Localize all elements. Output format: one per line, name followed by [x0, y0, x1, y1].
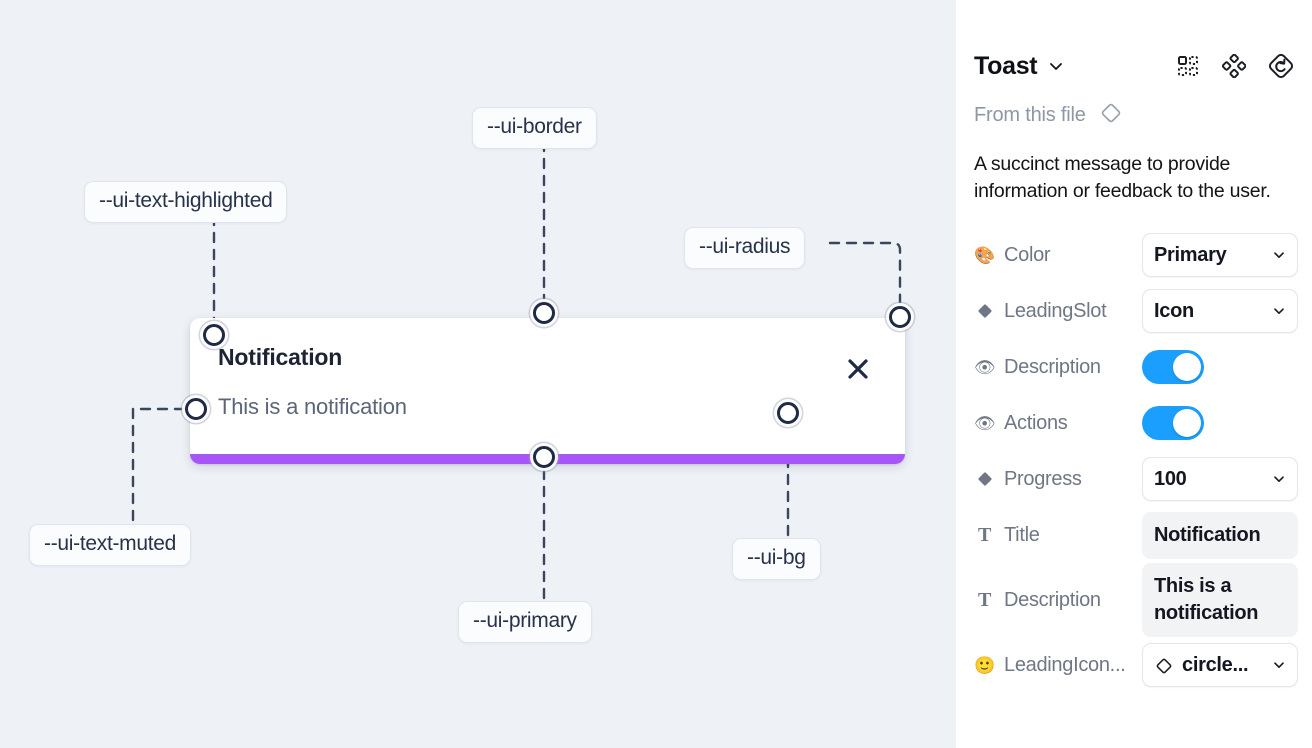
properties-panel: Toast — [956, 0, 1312, 748]
chevron-down-icon — [1272, 304, 1286, 318]
connector-ui-text-muted — [131, 407, 189, 522]
toast-description: This is a notification — [218, 394, 407, 419]
progress-select[interactable]: 100 — [1142, 457, 1298, 501]
anchor-dot-ui-primary[interactable] — [533, 446, 555, 468]
property-row-description-text: T Description This is a notification — [974, 563, 1298, 637]
property-name-color: Color — [1004, 243, 1051, 266]
property-name-leadingicon: LeadingIcon... — [1004, 653, 1126, 676]
property-row-title: T Title Notification — [974, 507, 1298, 563]
property-label-leadingslot: LeadingSlot — [974, 300, 1142, 323]
anchor-dot-ui-radius[interactable] — [889, 306, 911, 328]
title-text-field[interactable]: Notification — [1142, 511, 1298, 559]
variants-diamond-icon[interactable] — [1222, 54, 1246, 78]
annotation-chip-ui-text-highlighted[interactable]: --ui-text-highlighted — [84, 181, 288, 223]
anchor-dot-ui-text-highlighted[interactable] — [203, 324, 225, 346]
component-description: A succinct message to provide informatio… — [974, 153, 1271, 202]
smiley-emoji-icon: 🙂 — [974, 655, 995, 675]
property-label-progress: Progress — [974, 468, 1142, 491]
property-label-color: 🎨 Color — [974, 244, 1142, 267]
anchor-dot-ui-text-muted[interactable] — [185, 398, 207, 420]
eye-emoji-icon: 👁 — [974, 357, 996, 377]
property-label-description-text: T Description — [974, 589, 1142, 612]
property-row-leadingslot: LeadingSlot Icon — [974, 283, 1298, 339]
chevron-down-icon — [1272, 658, 1286, 672]
color-select[interactable]: Primary — [1142, 233, 1298, 277]
toast-preview-card[interactable]: Notification This is a notification — [190, 318, 905, 464]
leadingslot-select-value: Icon — [1154, 299, 1194, 322]
anchor-dot-ui-bg[interactable] — [777, 402, 799, 424]
property-label-title: T Title — [974, 524, 1142, 547]
diamond-component-icon — [1098, 100, 1124, 131]
from-this-file-row[interactable]: From this file — [974, 100, 1294, 131]
property-name-description-text: Description — [1004, 588, 1101, 611]
color-select-value: Primary — [1154, 243, 1227, 266]
annotation-chip-ui-radius[interactable]: --ui-radius — [684, 227, 806, 269]
panel-header: Toast — [974, 36, 1294, 96]
property-name-title: Title — [1004, 523, 1040, 546]
palette-emoji-icon: 🎨 — [974, 245, 995, 265]
toggle-knob — [1173, 353, 1201, 381]
leadingicon-select[interactable]: circle... — [1142, 643, 1298, 687]
text-type-icon: T — [977, 523, 992, 546]
connector-ui-radius — [828, 241, 902, 310]
eye-emoji-icon: 👁 — [974, 413, 996, 433]
annotation-chip-ui-border[interactable]: --ui-border — [472, 107, 597, 149]
reset-rotate-icon[interactable] — [1268, 53, 1294, 79]
chevron-down-icon[interactable] — [1047, 57, 1065, 75]
diamond-icon — [974, 301, 995, 322]
diamond-component-icon — [1154, 655, 1174, 675]
property-row-description-toggle: 👁 Description — [974, 339, 1294, 395]
description-text-field[interactable]: This is a notification — [1142, 563, 1298, 637]
property-label-description-toggle: 👁 Description — [974, 356, 1142, 379]
progress-select-value: 100 — [1154, 467, 1187, 490]
annotation-chip-ui-text-muted[interactable]: --ui-text-muted — [29, 524, 192, 566]
anchor-dot-ui-border[interactable] — [533, 302, 555, 324]
actions-toggle[interactable] — [1142, 406, 1204, 440]
panel-title: Toast — [974, 51, 1038, 80]
toast-title: Notification — [218, 344, 343, 370]
property-name-leadingslot: LeadingSlot — [1004, 299, 1107, 322]
property-row-actions-toggle: 👁 Actions — [974, 395, 1294, 451]
toggle-knob — [1173, 409, 1201, 437]
annotation-chip-ui-primary[interactable]: --ui-primary — [458, 601, 592, 643]
preview-canvas[interactable]: Notification This is a notification --ui… — [0, 0, 956, 748]
property-row-color: 🎨 Color Primary — [974, 227, 1298, 283]
property-label-leadingicon: 🙂 LeadingIcon... — [974, 654, 1142, 677]
property-label-actions-toggle: 👁 Actions — [974, 412, 1142, 435]
property-row-progress: Progress 100 — [974, 451, 1298, 507]
chevron-down-icon — [1272, 472, 1286, 486]
description-toggle[interactable] — [1142, 350, 1204, 384]
chevron-down-icon — [1272, 248, 1286, 262]
from-this-file-label: From this file — [974, 104, 1086, 126]
property-name-description-toggle: Description — [1004, 355, 1101, 378]
component-grid-icon[interactable] — [1176, 54, 1200, 78]
property-row-leadingicon: 🙂 LeadingIcon... circle... — [974, 637, 1298, 693]
panel-header-actions — [1176, 53, 1294, 79]
property-name-progress: Progress — [1004, 467, 1082, 490]
diamond-icon — [974, 469, 995, 490]
property-list: 🎨 Color Primary — [974, 227, 1298, 693]
leadingicon-select-value: circle... — [1182, 653, 1249, 676]
annotation-chip-ui-bg[interactable]: --ui-bg — [732, 538, 821, 580]
text-type-icon: T — [977, 588, 992, 611]
leadingslot-select[interactable]: Icon — [1142, 289, 1298, 333]
property-name-actions-toggle: Actions — [1004, 411, 1068, 434]
close-icon[interactable] — [845, 356, 871, 382]
